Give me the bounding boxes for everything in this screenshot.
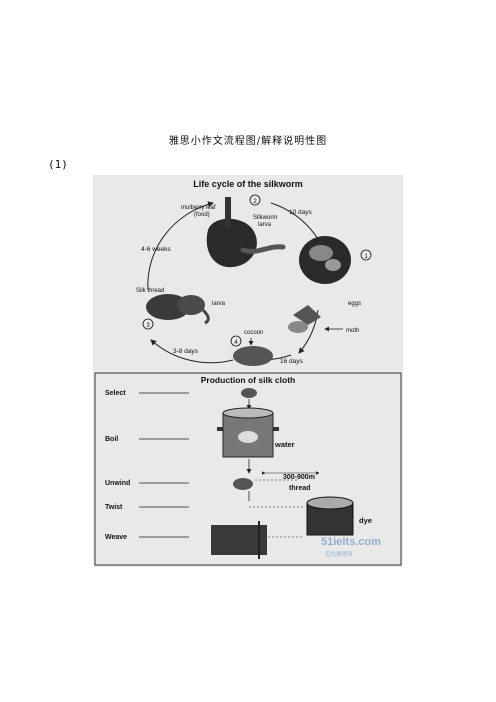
- stage-1-marker: [360, 249, 372, 261]
- unwind-cocoon-illustration: [233, 478, 253, 490]
- sixteen-days-label: 16 days: [280, 358, 304, 365]
- silk-thread-label: Silk thread: [136, 288, 164, 294]
- stage-2-number: 2: [253, 199, 257, 205]
- moth-illustration: [288, 305, 321, 333]
- step-select: Select: [105, 390, 126, 397]
- question-number: (1): [48, 158, 68, 171]
- three-eight-days-label: 3-8 days: [173, 348, 199, 355]
- stage-3-number: 3: [146, 323, 150, 329]
- silkworm-label: Silkworm: [253, 215, 277, 221]
- eggs-illustration: [299, 236, 351, 284]
- loom-illustration: [211, 521, 303, 559]
- food-label: (food): [194, 212, 210, 218]
- cocoon-label: cocoon: [244, 330, 263, 336]
- moth-label: moth: [346, 328, 359, 334]
- production-panel: [94, 372, 402, 566]
- silk-thread-illustration: [146, 294, 210, 325]
- mulberry-leaf-label: mulberry leaf: [181, 205, 216, 211]
- life-cycle-title: Life cycle of the silkworm: [193, 179, 303, 189]
- dye-label: dye: [359, 516, 372, 525]
- step-boil: Boil: [105, 436, 118, 443]
- watermark-brand: 51ielts.com: [321, 536, 381, 548]
- larva-label: larva: [258, 222, 272, 228]
- stage-4-number: 4: [234, 340, 238, 346]
- stage-3-marker: [142, 318, 154, 330]
- step-weave: Weave: [105, 534, 127, 541]
- select-cocoon-illustration: [241, 388, 257, 398]
- watermark: 51ielts.com 无忧雅思网: [321, 536, 381, 558]
- eggs-label: eggs: [348, 301, 361, 307]
- watermark-subtitle: 无忧雅思网: [325, 550, 353, 558]
- mulberry-leaf-illustration: [206, 197, 257, 268]
- stage-4-marker: [230, 335, 242, 347]
- production-title: Production of silk cloth: [201, 375, 295, 385]
- silk-process-figure: Life cycle of the silkworm 2 mulberry le…: [93, 175, 403, 567]
- silkworm-larva-illustration: [240, 244, 286, 254]
- length-label: 300-900m: [283, 474, 315, 481]
- ten-days-label: 10 days: [289, 209, 313, 216]
- four-six-weeks-label: 4-6 weeks: [141, 246, 171, 253]
- water-label: water: [274, 440, 295, 449]
- boil-pot-illustration: [217, 407, 279, 458]
- stage-1-number: 1: [364, 254, 368, 260]
- step-twist: Twist: [105, 504, 123, 511]
- step-unwind: Unwind: [105, 480, 130, 487]
- dye-pot-illustration: [306, 496, 354, 536]
- cocoon-illustration: [233, 346, 273, 366]
- larva-small-label: larva: [212, 301, 226, 307]
- thread-label: thread: [289, 485, 310, 492]
- stage-2-marker: [249, 194, 261, 206]
- document-title: 雅思小作文流程图/解释说明性图: [168, 136, 328, 147]
